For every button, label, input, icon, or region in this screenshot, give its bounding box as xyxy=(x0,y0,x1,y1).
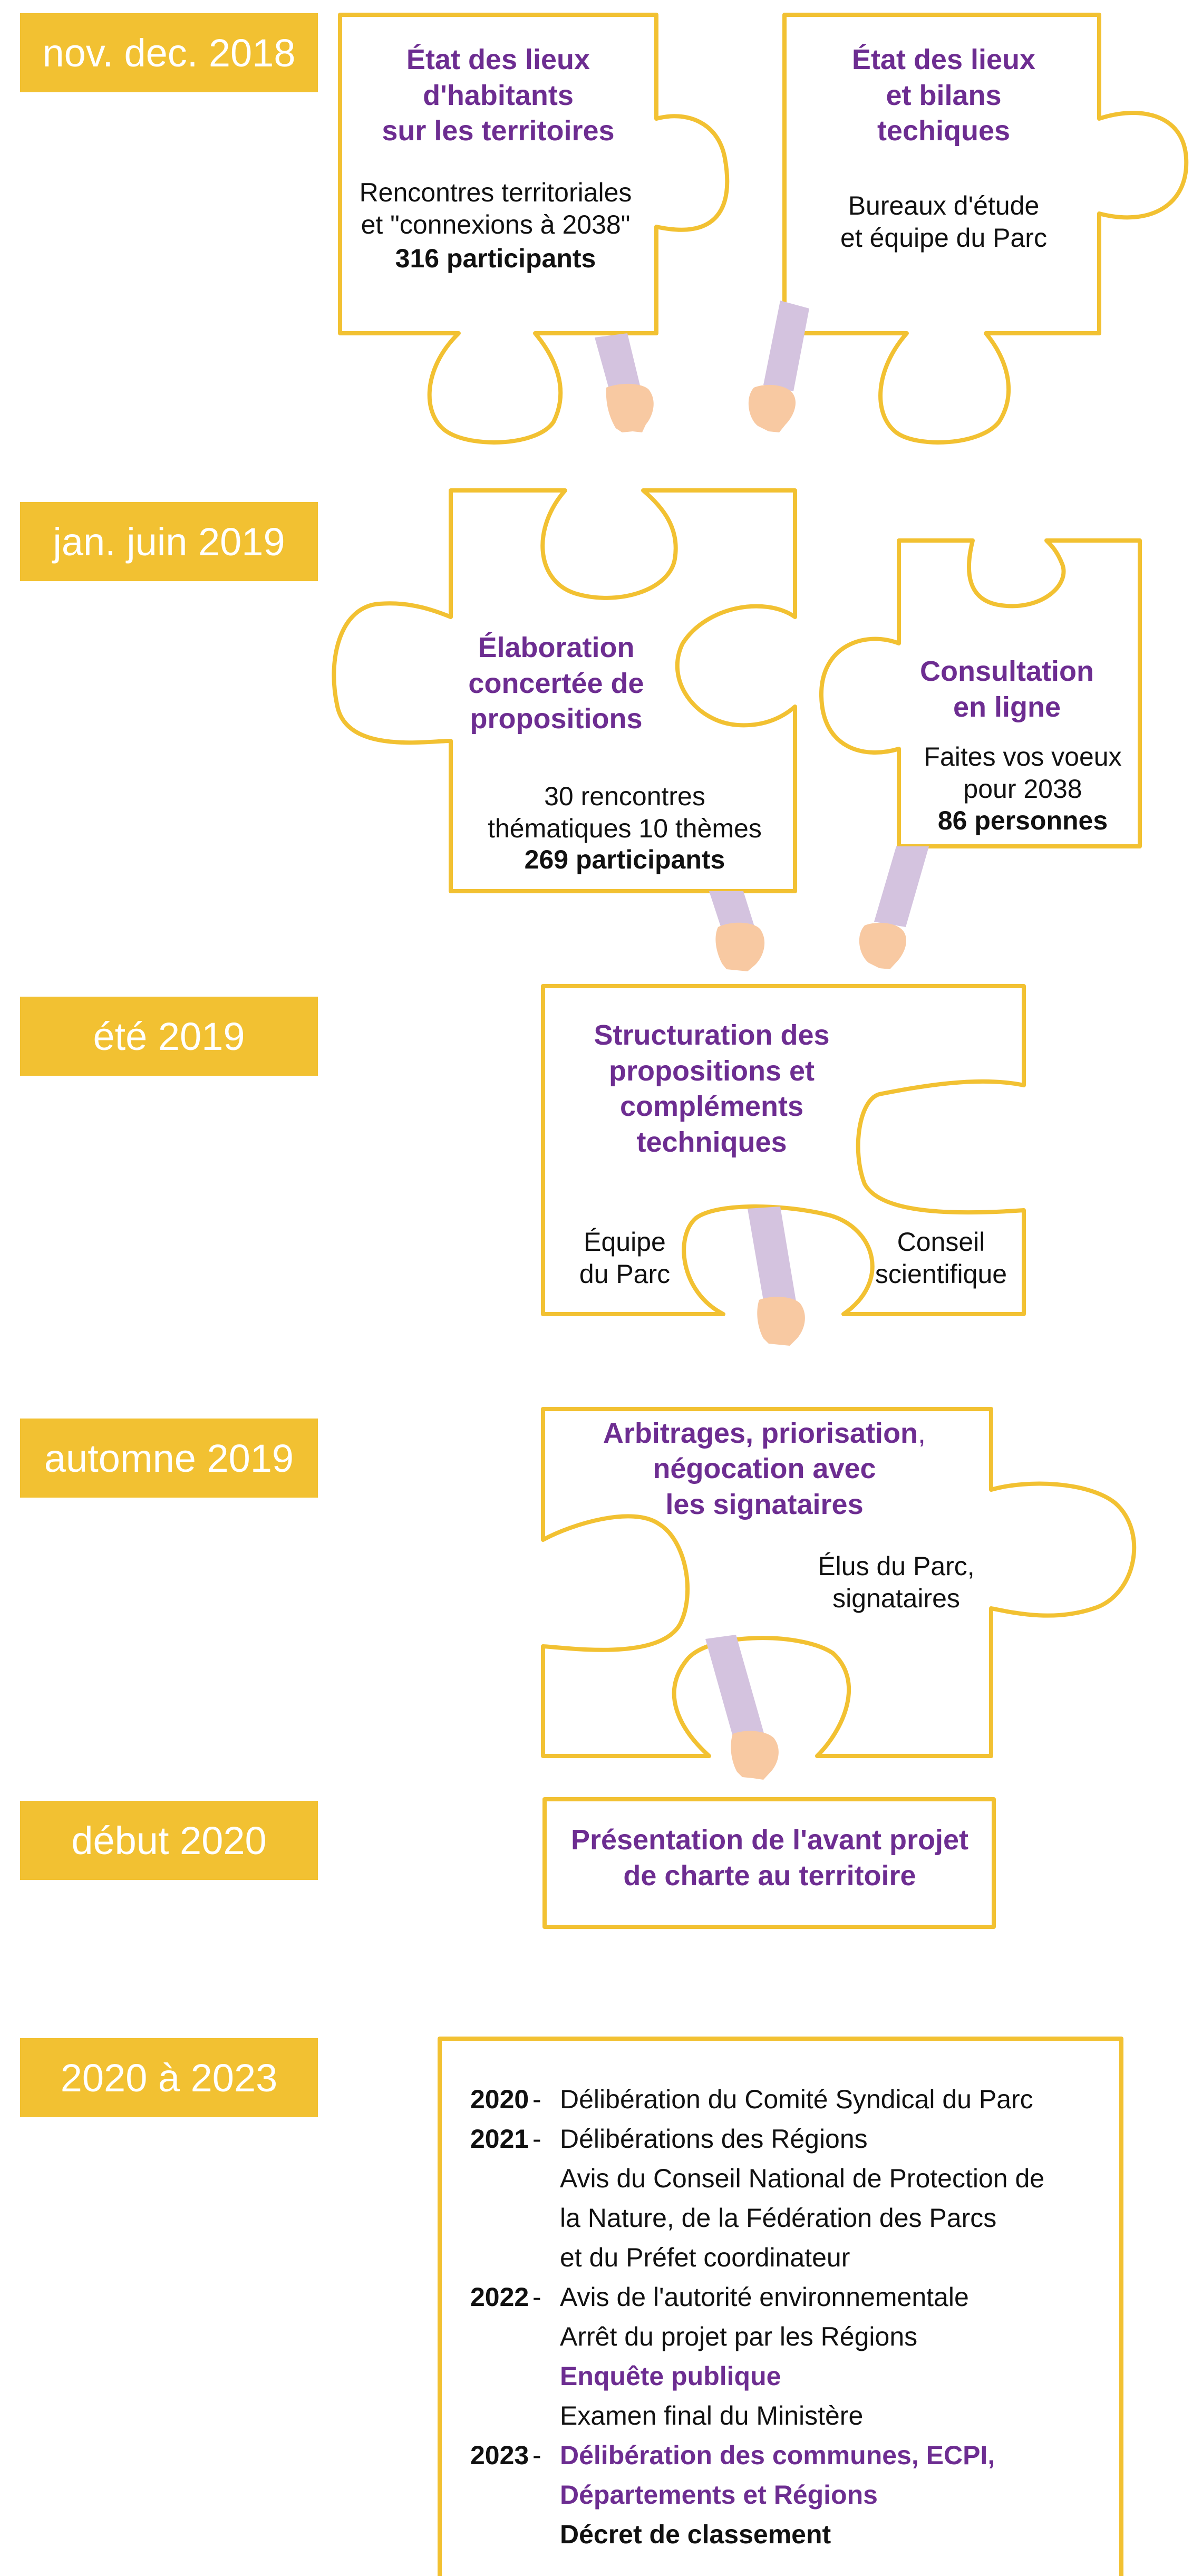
hand-5 xyxy=(748,1207,805,1346)
hand-3 xyxy=(709,891,765,971)
year-separator: - xyxy=(532,2282,541,2312)
year-separator: - xyxy=(532,2124,541,2154)
step-2021-2: Avis du Conseil National de Protection d… xyxy=(560,2164,1045,2193)
puzzle-piece-elaboration xyxy=(332,488,797,893)
consultation-stat: 86 personnes xyxy=(937,806,1108,835)
year-2023: 2023 xyxy=(470,2440,529,2470)
step-2020-1: Délibération du Comité Syndical du Parc xyxy=(560,2085,1033,2114)
step-2022-2: Arrêt du projet par les Régions xyxy=(560,2322,918,2351)
hand-2 xyxy=(748,301,809,432)
bilans-body: Bureaux d'étude et équipe du Parc xyxy=(840,191,1047,253)
date-label-debut-2020: début 2020 xyxy=(20,1801,318,1880)
elaboration-stat: 269 participants xyxy=(524,845,725,874)
year-separator: - xyxy=(532,2085,541,2114)
habitants-body: Rencontres territoriales et "connexions … xyxy=(359,178,632,239)
step-2022-4: Examen final du Ministère xyxy=(560,2401,864,2430)
step-2023-1: Délibération des communes, ECPI, xyxy=(560,2440,995,2470)
date-label-automne-2019: automne 2019 xyxy=(20,1419,318,1498)
arbitrages-title-main: Arbitrages, priorisation xyxy=(603,1417,918,1449)
arbitrages-body: Élus du Parc, signataires xyxy=(818,1551,975,1613)
elaboration-body: 30 rencontres thématiques 10 thèmes xyxy=(488,782,762,843)
date-label-ete-2019: été 2019 xyxy=(20,997,318,1076)
step-2022-3: Enquête publique xyxy=(560,2361,781,2391)
habitants-title: État des lieux d'habitants sur les terri… xyxy=(382,44,615,147)
year-2021: 2021 xyxy=(470,2124,529,2154)
date-label-jan-juin-2019: jan. juin 2019 xyxy=(20,502,318,581)
puzzle-piece-consultation xyxy=(819,538,1142,848)
step-2023-2: Départements et Régions xyxy=(560,2480,878,2510)
consultation-title: Consultation en ligne xyxy=(920,655,1094,723)
bilans-title: État des lieux et bilans techiques xyxy=(851,44,1036,147)
puzzle-piece-bilans xyxy=(782,13,1189,445)
year-2020: 2020 xyxy=(470,2085,529,2114)
step-2021-3: la Nature, de la Fédération des Parcs xyxy=(560,2203,997,2233)
step-2021-4: et du Préfet coordinateur xyxy=(560,2243,850,2272)
step-2023-3: Décret de classement xyxy=(560,2520,831,2549)
step-2021-1: Délibérations des Régions xyxy=(560,2124,868,2154)
elaboration-title: Élaboration concertée de propositions xyxy=(468,632,644,735)
puzzle-piece-habitants xyxy=(338,13,730,445)
structuration-left-note: Équipe du Parc xyxy=(579,1227,671,1289)
puzzle-piece-arbitrages-outline xyxy=(541,1407,1137,1758)
consultation-body: Faites vos voeux pour 2038 xyxy=(924,742,1122,804)
hand-6 xyxy=(705,1635,779,1780)
helping-hands xyxy=(595,301,929,1780)
step-2022-1: Avis de l'autorité environnementale xyxy=(560,2282,969,2312)
puzzle-piece-structuration xyxy=(541,984,1026,1316)
hand-4 xyxy=(859,846,929,969)
box-final-steps xyxy=(438,2037,1123,2576)
presentation-title: Présentation de l'avant projet de charte… xyxy=(570,1824,969,1892)
date-label-2020-2023: 2020 à 2023 xyxy=(20,2038,318,2117)
arbitrages-title-comma: , xyxy=(918,1417,926,1449)
hand-1 xyxy=(595,333,654,432)
structuration-title: Structuration des propositions et complé… xyxy=(594,1019,830,1158)
year-separator: - xyxy=(532,2440,541,2470)
year-2022: 2022 xyxy=(470,2282,529,2312)
box-presentation xyxy=(542,1797,996,1929)
structuration-right-note: Conseil scientifique xyxy=(875,1227,1007,1289)
arbitrages-title-rest: négocation avec les signataires xyxy=(653,1453,876,1520)
arbitrages-title-line1: Arbitrages, priorisation, xyxy=(548,1416,981,1452)
habitants-stat: 316 participants xyxy=(395,244,596,273)
date-label-2018: nov. dec. 2018 xyxy=(20,13,318,92)
